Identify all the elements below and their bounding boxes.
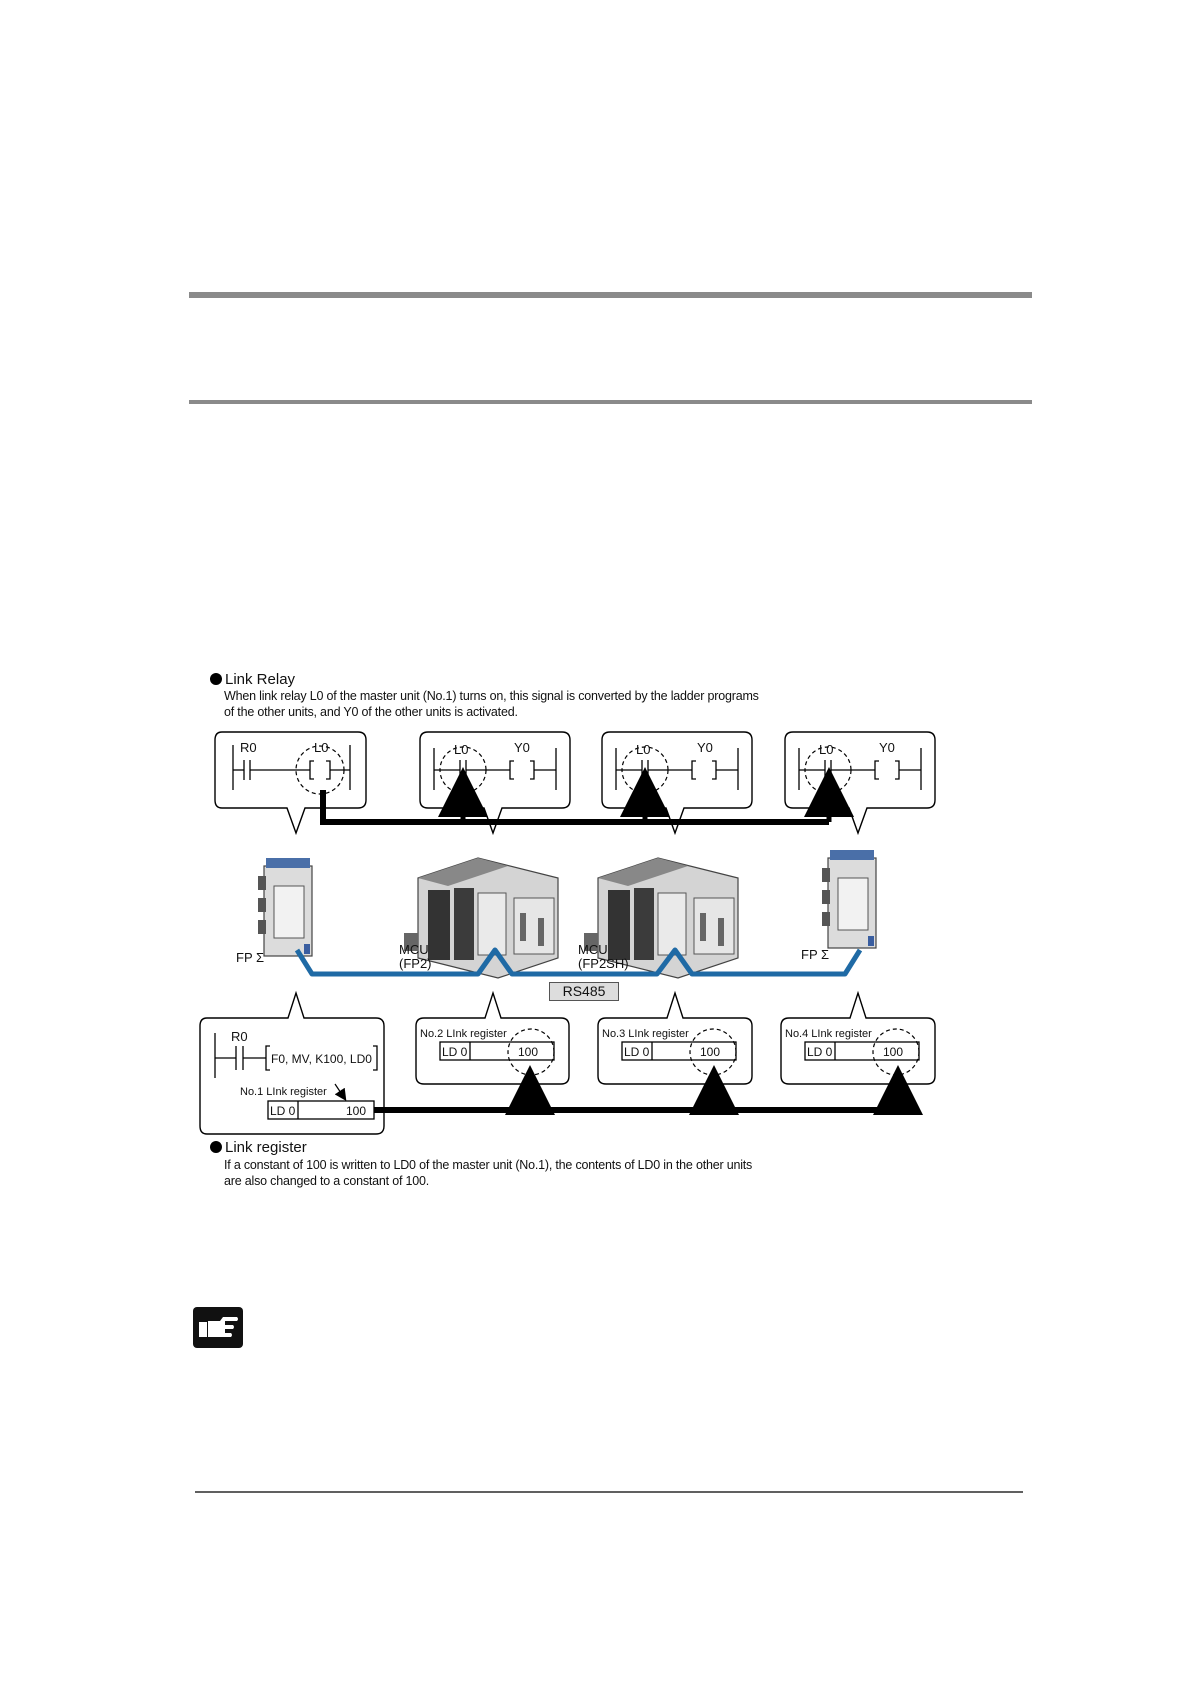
bullet-icon (210, 1141, 222, 1153)
reg1-name: LD 0 (270, 1104, 296, 1118)
reg3-value: 100 (700, 1045, 721, 1059)
reg2-value: 100 (518, 1045, 539, 1059)
reg4-label: No.4 LInk register (785, 1028, 872, 1040)
label-y0-unit2: Y0 (514, 740, 530, 755)
label-r0-register: R0 (231, 1029, 248, 1044)
unit-label-2: MCU (FP2) (399, 942, 432, 971)
relay-callout-2 (419, 731, 571, 836)
register-callout-3 (597, 990, 753, 1085)
reg1-value: 100 (346, 1104, 367, 1118)
reg2-label: No.2 LInk register (420, 1028, 507, 1040)
link-relay-description: When link relay L0 of the master unit (N… (224, 689, 759, 719)
bullet-icon (210, 673, 222, 685)
pointing-hand-icon (193, 1307, 243, 1348)
rs485-network-line (294, 947, 863, 977)
reg4-name: LD 0 (807, 1045, 833, 1059)
label-y0-unit4: Y0 (879, 740, 895, 755)
link-register-heading: Link register (210, 1140, 307, 1156)
register-callout-4 (780, 990, 936, 1085)
link-register-description: If a constant of 100 is written to LD0 o… (224, 1158, 753, 1188)
reg4-value: 100 (883, 1045, 904, 1059)
reg3-name: LD 0 (624, 1045, 650, 1059)
relay-callout-4 (784, 731, 936, 836)
relay-callout-3 (601, 731, 753, 836)
unit-label-3: MCU (FP2SH) (578, 942, 629, 971)
unit-label-4: FP Σ (801, 947, 830, 962)
label-r0-relay: R0 (240, 740, 257, 755)
header-rule-top (189, 292, 1032, 298)
header-rule-bottom (189, 400, 1032, 404)
fp-sigma-unit-1 (257, 857, 313, 957)
label-l0-coil: L0 (314, 740, 329, 755)
fp-sigma-unit-4 (821, 849, 877, 949)
reg2-name: LD 0 (442, 1045, 468, 1059)
reg1-label: No.1 LInk register (240, 1086, 327, 1098)
label-l0-unit2: L0 (454, 742, 469, 757)
relay-bus-line (320, 790, 829, 825)
rs485-label: RS485 (549, 982, 619, 1001)
unit-label-1: FP Σ (236, 950, 265, 965)
relay-callout-1 (214, 731, 367, 836)
register-callout-2 (415, 990, 570, 1085)
label-l0-unit3: L0 (636, 742, 651, 757)
link-relay-heading: Link Relay (210, 672, 295, 688)
reg3-label: No.3 LInk register (602, 1028, 689, 1040)
instruction-label: F0, MV, K100, LD0 (271, 1052, 372, 1066)
label-y0-unit3: Y0 (697, 740, 713, 755)
label-l0-unit4: L0 (819, 742, 834, 757)
